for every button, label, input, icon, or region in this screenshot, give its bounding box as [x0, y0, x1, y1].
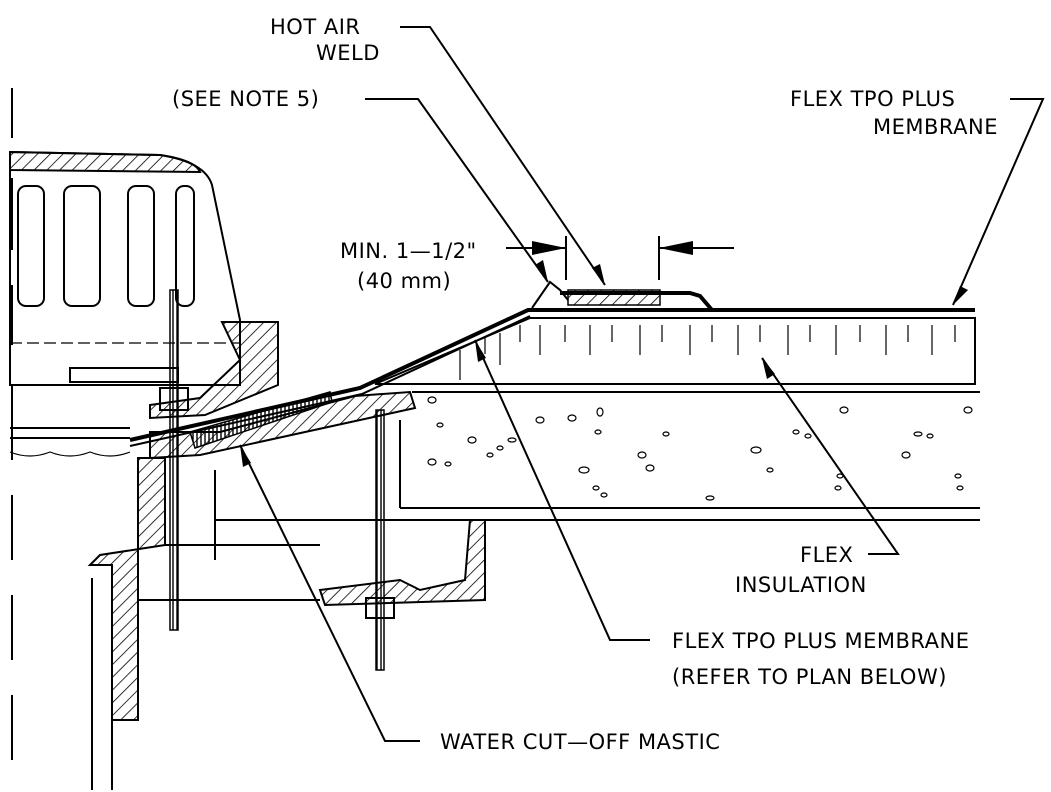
clamp-bolt-left [159, 289, 189, 631]
label-insulation: INSULATION [735, 573, 867, 597]
label-flex-tpo-bottom: FLEX TPO PLUS MEMBRANE [672, 629, 970, 653]
drain-strainer-dome [9, 150, 241, 457]
label-flex: FLEX [800, 543, 853, 567]
label-membrane-top: MEMBRANE [873, 115, 998, 139]
label-flex-tpo-top: FLEX TPO PLUS [790, 87, 955, 111]
label-hot-air: HOT AIR [270, 15, 360, 39]
label-water-cutoff-mastic: WATER CUT—OFF MASTIC [440, 730, 720, 754]
clamp-bolt-right [365, 409, 395, 671]
concrete-deck [215, 391, 980, 521]
flex-insulation [374, 317, 976, 385]
flex-tpo-membrane [129, 280, 975, 447]
leader-lines [239, 26, 1045, 742]
min-dimension-marker [506, 236, 734, 280]
label-min-metric: (40 mm) [357, 269, 451, 293]
label-min-dimension: MIN. 1—1/2" [340, 239, 477, 263]
label-refer-plan: (REFER TO PLAN BELOW) [672, 665, 947, 689]
label-see-note: (SEE NOTE 5) [172, 87, 319, 111]
label-weld: WELD [316, 41, 380, 65]
